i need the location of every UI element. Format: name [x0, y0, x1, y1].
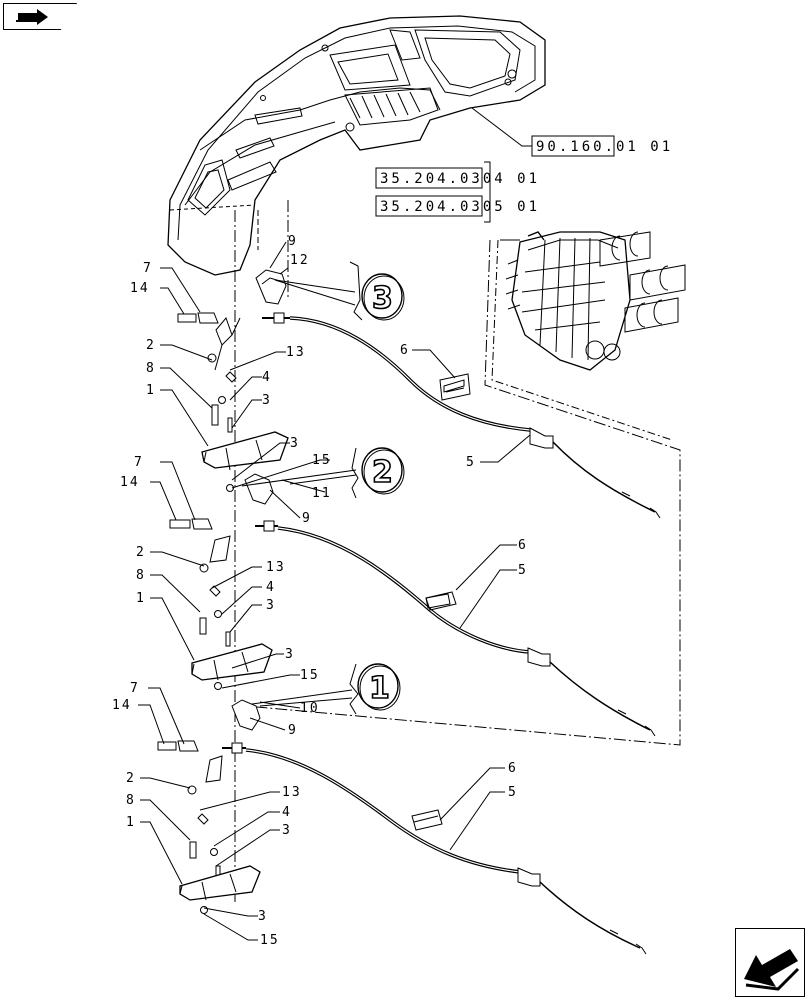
- callout: 3: [262, 393, 272, 408]
- ref-valve-b-text: 35.204.0305 01: [380, 199, 540, 215]
- callout: 3: [285, 647, 295, 662]
- callout: 3: [282, 823, 292, 838]
- callout: 8: [126, 793, 136, 808]
- reference-valve-b[interactable]: 35.204.0305 01: [375, 195, 540, 217]
- svg-text:3: 3: [372, 281, 393, 316]
- callout: 5: [518, 563, 528, 578]
- callout: 5: [466, 455, 476, 470]
- callout: 1: [146, 383, 156, 398]
- callout: 2: [136, 545, 146, 560]
- callout: 2: [126, 771, 136, 786]
- reference-valve-a[interactable]: 35.204.0304 01: [375, 167, 540, 189]
- circle-label-1: 1: [357, 663, 401, 711]
- callout: 13: [282, 785, 302, 800]
- callout: 1: [136, 591, 146, 606]
- callout: 5: [508, 785, 518, 800]
- callout: 2: [146, 338, 156, 353]
- callout: 14: [120, 475, 140, 490]
- callout: 8: [146, 361, 156, 376]
- callout: 10: [300, 701, 320, 716]
- control-valve: [505, 231, 686, 371]
- callout: 3: [258, 909, 268, 924]
- callout: 7: [143, 261, 153, 276]
- callout: 14: [130, 281, 150, 296]
- ref-valve-a-text: 35.204.0304 01: [380, 171, 540, 187]
- callout: 13: [266, 560, 286, 575]
- arrow-bottom-left-icon: [744, 949, 800, 991]
- callout: 4: [266, 580, 276, 595]
- callout: 9: [288, 723, 298, 738]
- circle-label-2: 2: [361, 447, 405, 495]
- callout: 13: [286, 345, 306, 360]
- arrow-right-icon: [16, 9, 48, 25]
- callout-labels: 9 12 7 14 2 13 8 4 1 3 3 15 11 9 6 5 7 1…: [112, 234, 528, 948]
- callout: 4: [262, 370, 272, 385]
- callout: 9: [288, 234, 298, 249]
- callout: 9: [302, 511, 312, 526]
- fender-console: [167, 15, 546, 276]
- callout: 4: [282, 805, 292, 820]
- callout: 14: [112, 698, 132, 713]
- callout: 7: [134, 455, 144, 470]
- cable-assembly-3: [177, 269, 661, 519]
- previous-page-button[interactable]: [3, 3, 77, 30]
- next-page-button[interactable]: [735, 928, 805, 997]
- callout: 3: [266, 598, 276, 613]
- callout: 6: [508, 761, 518, 776]
- callout: 7: [130, 681, 140, 696]
- callout: 6: [400, 343, 410, 358]
- callout: 6: [518, 538, 528, 553]
- ref-fender-text: 90.160.01 01: [536, 139, 673, 155]
- callout: 11: [312, 486, 332, 501]
- callout: 1: [126, 815, 136, 830]
- cable-assembly-1: [157, 699, 647, 955]
- callout: 12: [290, 253, 310, 268]
- reference-fender[interactable]: 90.160.01 01: [531, 135, 673, 157]
- callout: 3: [290, 436, 300, 451]
- callout: 15: [300, 668, 320, 683]
- callout: 8: [136, 568, 146, 583]
- callout: 15: [260, 933, 280, 948]
- circle-label-3: 3: [361, 273, 405, 321]
- svg-text:2: 2: [372, 455, 393, 490]
- callout: 15: [312, 453, 332, 468]
- svg-text:1: 1: [369, 671, 390, 706]
